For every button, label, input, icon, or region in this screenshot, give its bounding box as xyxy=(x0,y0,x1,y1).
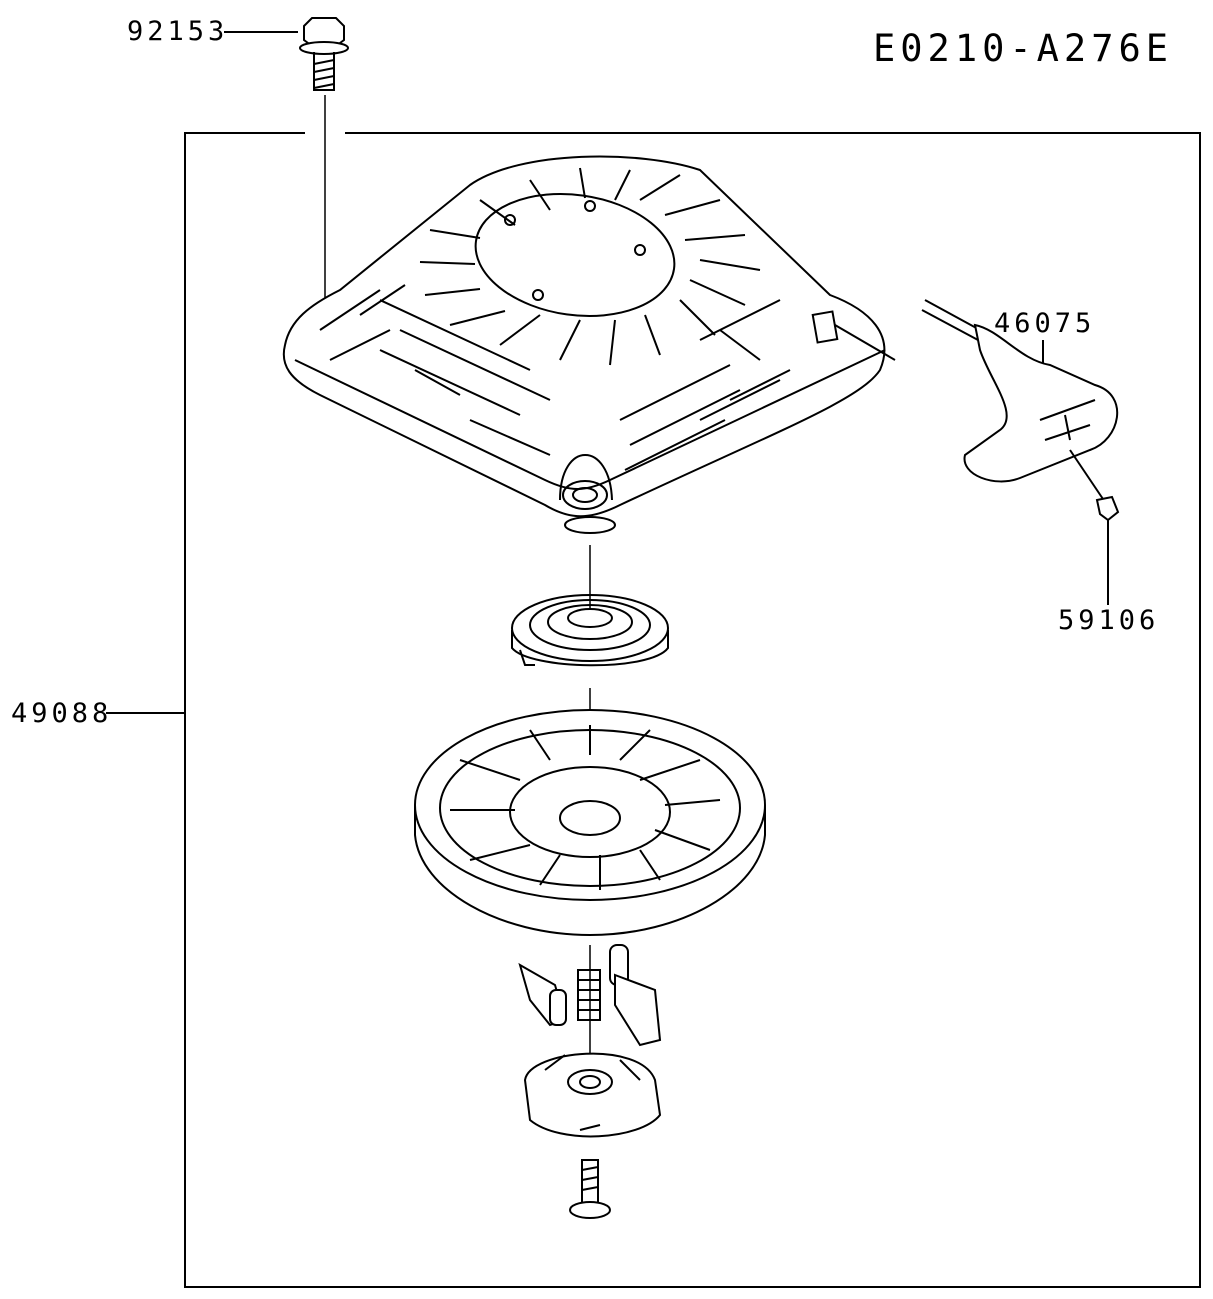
reel-pulley xyxy=(414,709,766,937)
handle-46075 xyxy=(921,299,1119,483)
ratchet-plate xyxy=(523,1052,662,1138)
diagram-code: E0210-A276E xyxy=(873,27,1174,70)
part-label-59106[interactable]: 59106 xyxy=(1058,605,1160,636)
part-label-46075[interactable]: 46075 xyxy=(994,308,1096,339)
assembly-frame xyxy=(184,132,1201,1288)
ratchet-pawls xyxy=(518,944,662,1047)
recoil-spring xyxy=(511,594,669,667)
part-label-92153[interactable]: 92153 xyxy=(127,16,229,47)
starter-cover xyxy=(282,155,896,534)
bolt-92153 xyxy=(299,17,349,91)
part-label-49088[interactable]: 49088 xyxy=(11,698,113,729)
center-screw xyxy=(569,1159,611,1219)
clip-59106 xyxy=(1069,449,1120,522)
